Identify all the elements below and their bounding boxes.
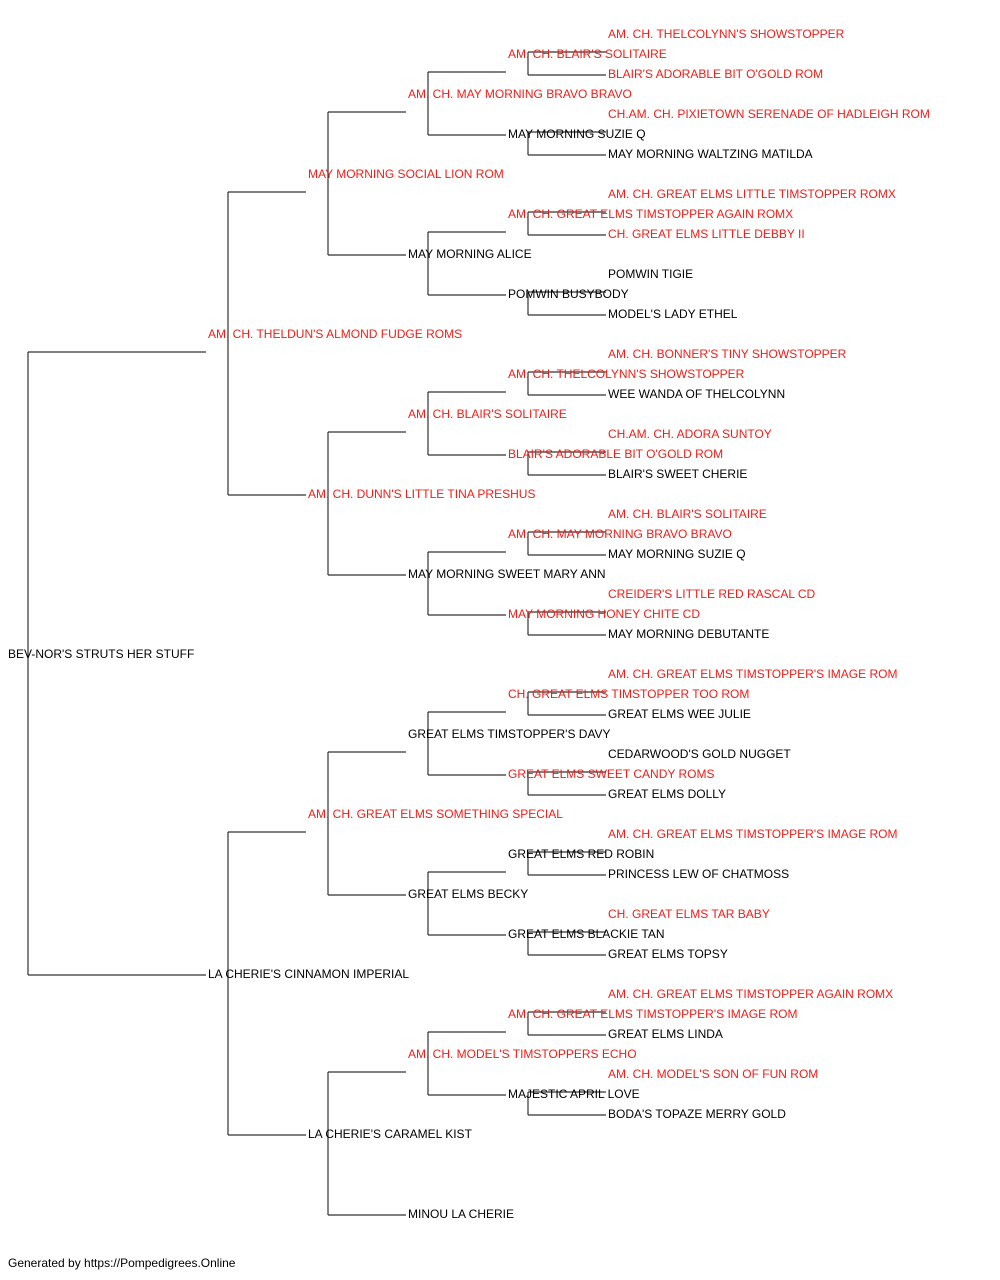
ancestor-name: MAY MORNING WALTZING MATILDA [608,147,813,161]
ancestor-name: MAY MORNING SUZIE Q [608,547,746,561]
ancestor-name: GREAT ELMS TIMSTOPPER'S DAVY [408,727,611,741]
ancestor-name: CH.AM. CH. PIXIETOWN SERENADE OF HADLEIG… [608,107,930,121]
ancestor-name: POMWIN TIGIE [608,267,693,281]
ancestor-name: GREAT ELMS SWEET CANDY ROMS [508,767,714,781]
ancestor-name: AM. CH. GREAT ELMS SOMETHING SPECIAL [308,807,563,821]
ancestor-name: MODEL'S LADY ETHEL [608,307,738,321]
ancestor-name: CH. GREAT ELMS TAR BABY [608,907,770,921]
ancestor-name: MAY MORNING SUZIE Q [508,127,646,141]
ancestor-name: MAY MORNING ALICE [408,247,532,261]
ancestor-name: GREAT ELMS TOPSY [608,947,728,961]
ancestor-name: WEE WANDA OF THELCOLYNN [608,387,785,401]
ancestor-name: MAY MORNING HONEY CHITE CD [508,607,700,621]
ancestor-name: AM. CH. MODEL'S TIMSTOPPERS ECHO [408,1047,637,1061]
ancestor-name: MINOU LA CHERIE [408,1207,514,1221]
ancestor-name: MAY MORNING DEBUTANTE [608,627,769,641]
ancestor-name: AM. CH. GREAT ELMS TIMSTOPPER'S IMAGE RO… [608,667,897,681]
ancestor-name: BODA'S TOPAZE MERRY GOLD [608,1107,786,1121]
ancestor-name: AM. CH. GREAT ELMS TIMSTOPPER AGAIN ROMX [608,987,893,1001]
ancestor-name: CREIDER'S LITTLE RED RASCAL CD [608,587,816,601]
ancestor-name: CEDARWOOD'S GOLD NUGGET [608,747,791,761]
ancestor-name: MAJESTIC APRIL LOVE [508,1087,640,1101]
subject-name: BEV-NOR'S STRUTS HER STUFF [8,647,194,661]
ancestor-name: AM. CH. BLAIR'S SOLITAIRE [508,47,667,61]
ancestor-name: AM. CH. GREAT ELMS TIMSTOPPER'S IMAGE RO… [508,1007,797,1021]
ancestor-name: PRINCESS LEW OF CHATMOSS [608,867,789,881]
ancestor-name: GREAT ELMS LINDA [608,1027,723,1041]
ancestor-name: AM. CH. GREAT ELMS TIMSTOPPER'S IMAGE RO… [608,827,897,841]
ancestor-name: AM. CH. GREAT ELMS LITTLE TIMSTOPPER ROM… [608,187,896,201]
ancestor-name: AM. CH. BLAIR'S SOLITAIRE [408,407,567,421]
ancestor-name: BLAIR'S ADORABLE BIT O'GOLD ROM [508,447,723,461]
ancestor-name: AM. CH. MAY MORNING BRAVO BRAVO [408,87,632,101]
footer-credit: Generated by https://Pompedigrees.Online [8,1256,236,1270]
ancestor-name: AM. CH. BONNER'S TINY SHOWSTOPPER [608,347,847,361]
ancestor-name: CH.AM. CH. ADORA SUNTOY [608,427,772,441]
ancestor-name: MAY MORNING SWEET MARY ANN [408,567,606,581]
ancestor-name: LA CHERIE'S CARAMEL KIST [308,1127,473,1141]
ancestor-name: AM. CH. THELCOLYNN'S SHOWSTOPPER [508,367,745,381]
ancestor-name: GREAT ELMS DOLLY [608,787,726,801]
ancestor-name: MAY MORNING SOCIAL LION ROM [308,167,504,181]
ancestor-name: LA CHERIE'S CINNAMON IMPERIAL [208,967,409,981]
ancestor-name: AM. CH. DUNN'S LITTLE TINA PRESHUS [308,487,535,501]
ancestor-name: AM. CH. MODEL'S SON OF FUN ROM [608,1067,818,1081]
ancestor-name: POMWIN BUSYBODY [508,287,629,301]
ancestor-name: AM. CH. THELCOLYNN'S SHOWSTOPPER [608,27,845,41]
ancestor-name: AM. CH. THELDUN'S ALMOND FUDGE ROMS [208,327,462,341]
ancestor-name: GREAT ELMS BLACKIE TAN [508,927,665,941]
ancestor-name: GREAT ELMS BECKY [408,887,528,901]
ancestor-name: GREAT ELMS RED ROBIN [508,847,654,861]
ancestor-name: BLAIR'S ADORABLE BIT O'GOLD ROM [608,67,823,81]
ancestor-name: BLAIR'S SWEET CHERIE [608,467,747,481]
ancestor-name: CH. GREAT ELMS LITTLE DEBBY II [608,227,805,241]
ancestor-name: AM. CH. GREAT ELMS TIMSTOPPER AGAIN ROMX [508,207,793,221]
ancestor-name: AM. CH. MAY MORNING BRAVO BRAVO [508,527,732,541]
ancestor-name: GREAT ELMS WEE JULIE [608,707,751,721]
ancestor-name: AM. CH. BLAIR'S SOLITAIRE [608,507,767,521]
ancestor-name: CH. GREAT ELMS TIMSTOPPER TOO ROM [508,687,749,701]
